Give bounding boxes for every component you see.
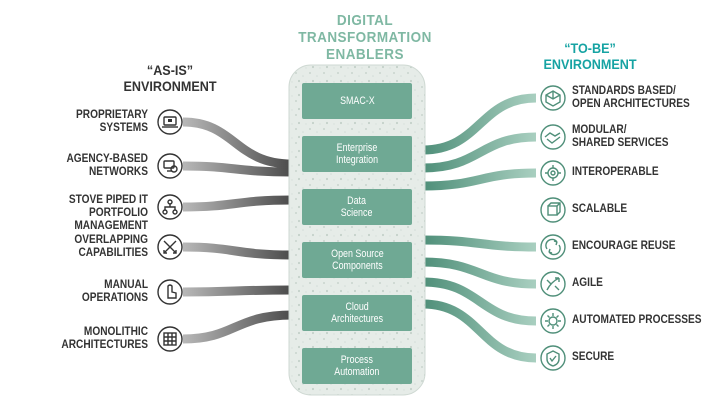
as-is-item-proprietary-systems: PROPRIETARY SYSTEMS	[16, 109, 148, 135]
as-is-item-line-2: OPERATIONS	[81, 292, 148, 304]
to-be-title: “TO-BE” ENVIRONMENT	[523, 40, 658, 72]
to-be-item-line-2: SHARED SERVICES	[572, 137, 669, 149]
stream-manual-operations	[182, 285, 293, 297]
as-is-item-line-2: CAPABILITIES	[78, 247, 148, 259]
to-be-item-automated-processes: AUTOMATED PROCESSES	[572, 314, 702, 327]
to-be-item-agile: AGILE	[572, 277, 702, 290]
network-monitor-icon	[157, 153, 183, 179]
to-be-streams	[422, 93, 537, 363]
handshake-icon	[540, 124, 566, 150]
to-be-item-line-1: AGILE	[572, 277, 603, 289]
agile-arrows-icon	[540, 271, 566, 297]
to-be-icons	[540, 85, 566, 371]
as-is-item-line-2: ARCHITECTURES	[61, 339, 149, 351]
as-is-title-line-1: “AS-IS”	[146, 62, 194, 78]
as-is-item-line-2: SYSTEMS	[99, 122, 148, 134]
as-is-item-monolithic-architectures: MONOLITHIC ARCHITECTURES	[16, 326, 148, 352]
as-is-item-overlapping-capabilities: OVERLAPPING CAPABILITIES	[16, 234, 148, 260]
center-title-line-2: TRANSFORMATION	[298, 29, 432, 46]
enabler-line-2: Components	[331, 260, 383, 272]
enabler-line-1: Process	[340, 354, 374, 366]
crossing-arrows-icon	[157, 234, 183, 260]
to-be-item-line-1: ENCOURAGE REUSE	[572, 240, 676, 252]
enabler-line-2: Architectures	[330, 313, 383, 325]
as-is-item-agency-based-networks: AGENCY-BASED NETWORKS	[16, 153, 148, 179]
as-is-item-line-1: AGENCY-BASED	[66, 153, 148, 165]
stream-automated-processes	[422, 277, 537, 326]
enabler-line-1: Enterprise	[336, 142, 378, 154]
enabler-line-1: Open Source	[330, 248, 384, 260]
as-is-item-line-1: PROPRIETARY	[76, 109, 148, 121]
as-is-item-line-1: MANUAL	[104, 279, 148, 291]
scale-cube-icon	[540, 197, 566, 223]
stream-secure	[422, 299, 537, 363]
hierarchy-icon	[157, 194, 183, 220]
to-be-item-standards-based: STANDARDS BASED/ OPEN ARCHITECTURES	[572, 85, 702, 111]
stream-standards-based	[422, 93, 537, 155]
enabler-line-1: Cloud	[345, 301, 369, 313]
to-be-item-line-1: SECURE	[572, 351, 615, 363]
stream-encourage-reuse	[422, 235, 537, 252]
enabler-line-2: Automation	[334, 366, 380, 378]
to-be-title-line-2: ENVIRONMENT	[543, 56, 637, 72]
enabler-line-1: Data	[347, 195, 367, 207]
as-is-item-line-1: STOVE PIPED IT	[68, 194, 148, 206]
to-be-item-line-2: OPEN ARCHITECTURES	[572, 98, 690, 110]
as-is-title: “AS-IS” ENVIRONMENT	[103, 62, 238, 94]
gear-automation-icon	[540, 308, 566, 334]
to-be-title-line-1: “TO-BE”	[564, 40, 616, 56]
enabler-line-2: Integration	[335, 154, 379, 166]
building-grid-icon	[157, 326, 183, 352]
to-be-item-line-1: STANDARDS BASED/	[572, 85, 676, 97]
enabler-line-2: Science	[341, 207, 373, 219]
to-be-item-encourage-reuse: ENCOURAGE REUSE	[572, 240, 702, 253]
stream-proprietary-systems	[182, 117, 293, 169]
center-title: DIGITAL TRANSFORMATION ENABLERS	[280, 12, 451, 63]
as-is-item-line-2: PORTFOLIO MANAGEMENT	[74, 207, 148, 232]
hand-pointer-icon	[157, 279, 183, 305]
as-is-title-line-2: ENVIRONMENT	[123, 78, 217, 94]
stream-monolithic-architectures	[182, 310, 293, 344]
to-be-item-interoperable: INTEROPERABLE	[572, 166, 702, 179]
center-title-line-1: DIGITAL	[336, 12, 394, 29]
as-is-item-stove-piped-it: STOVE PIPED IT PORTFOLIO MANAGEMENT	[16, 194, 148, 233]
as-is-item-line-1: MONOLITHIC	[83, 326, 148, 338]
to-be-item-secure: SECURE	[572, 351, 702, 364]
shield-check-icon	[540, 345, 566, 371]
to-be-item-line-1: INTEROPERABLE	[572, 166, 659, 178]
stream-interoperable	[422, 168, 537, 191]
laptop-lock-icon	[157, 109, 183, 135]
to-be-item-modular-shared-services: MODULAR/ SHARED SERVICES	[572, 124, 702, 150]
as-is-item-line-1: OVERLAPPING	[74, 234, 148, 246]
cube-icon	[540, 85, 566, 111]
stream-overlapping-capabilities	[182, 242, 293, 260]
stream-agile	[422, 257, 537, 289]
stream-agency-based-networks	[182, 161, 293, 177]
to-be-item-line-1: AUTOMATED PROCESSES	[572, 314, 702, 326]
enabler-line-1: SMAC-X	[339, 95, 375, 107]
to-be-item-scalable: SCALABLE	[572, 203, 702, 216]
as-is-icons	[157, 109, 183, 352]
gears-icon	[540, 160, 566, 186]
as-is-item-line-2: NETWORKS	[88, 166, 148, 178]
to-be-item-line-1: SCALABLE	[572, 203, 628, 215]
as-is-streams	[182, 117, 293, 344]
enabler-smac-x: SMAC-X	[302, 83, 412, 119]
stream-stove-piped-it	[182, 195, 293, 212]
center-title-line-3: ENABLERS	[326, 46, 404, 63]
stream-modular-shared	[422, 132, 537, 173]
to-be-item-line-1: MODULAR/	[572, 124, 627, 136]
as-is-item-manual-operations: MANUAL OPERATIONS	[16, 279, 148, 305]
recycle-icon	[540, 234, 566, 260]
